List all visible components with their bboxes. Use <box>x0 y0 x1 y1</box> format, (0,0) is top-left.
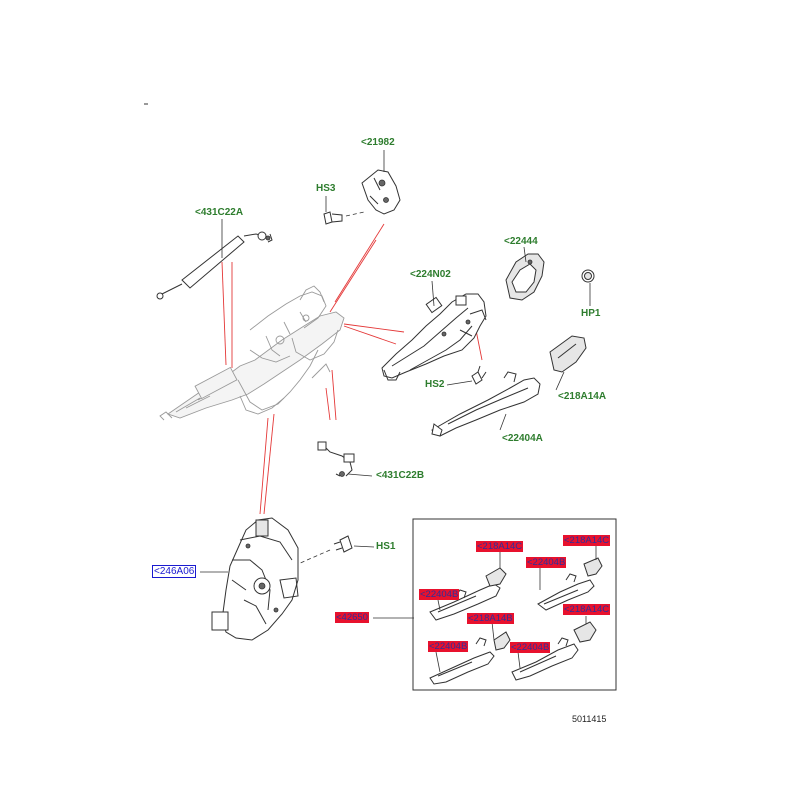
bezel-22444 <box>505 253 545 301</box>
label-hs1: HS1 <box>376 541 396 552</box>
screw-hs1 <box>297 535 353 565</box>
kit-label-218a14c-1[interactable]: <218A14C <box>476 541 524 552</box>
label-246a06[interactable]: <246A06 <box>152 565 197 578</box>
kit-label-218a14c-2[interactable]: <218A14C <box>563 535 611 546</box>
label-22444: <22444 <box>504 236 538 247</box>
kit-label-22404b-4[interactable]: <22404B <box>510 642 551 653</box>
label-21982: <21982 <box>361 137 395 148</box>
latch-246a06 <box>211 517 299 641</box>
label-leaders <box>200 150 591 619</box>
label-431c22a: <431C22A <box>195 207 244 218</box>
screw-hs2 <box>471 365 487 385</box>
cable-431c22b <box>317 441 355 477</box>
bracket-21982 <box>361 169 401 215</box>
label-431c22b: <431C22B <box>376 470 425 481</box>
label-hp1: HP1 <box>581 308 601 319</box>
assembled-handle-ghost <box>159 285 345 421</box>
screw-hs3 <box>323 211 365 225</box>
kit-box <box>412 518 617 691</box>
rod-431c22a <box>156 231 273 300</box>
explosion-lines <box>221 223 483 515</box>
label-hs2: HS2 <box>425 379 445 390</box>
kit-label-22404b-3[interactable]: <22404B <box>428 641 469 652</box>
kit-label-218a14b[interactable]: <218A14B <box>467 613 514 624</box>
reference-number: 5011415 <box>572 714 607 724</box>
handle-22404a <box>431 371 541 437</box>
label-218a14a: <218A14A <box>558 391 607 402</box>
kit-label-218a14c-3[interactable]: <218A14C <box>563 604 611 615</box>
plug-hp1 <box>581 269 595 283</box>
label-224n02: <224N02 <box>410 269 451 280</box>
kit-label-22404b-1[interactable]: <22404B <box>526 557 567 568</box>
carrier-224n02 <box>381 293 487 381</box>
label-hs3: HS3 <box>316 183 336 194</box>
kit-label-22404b-2[interactable]: <22404B <box>419 589 460 600</box>
cap-218a14a <box>549 335 587 373</box>
label-22404a: <22404A <box>502 433 543 444</box>
label-42650[interactable]: <42650 <box>335 612 369 623</box>
